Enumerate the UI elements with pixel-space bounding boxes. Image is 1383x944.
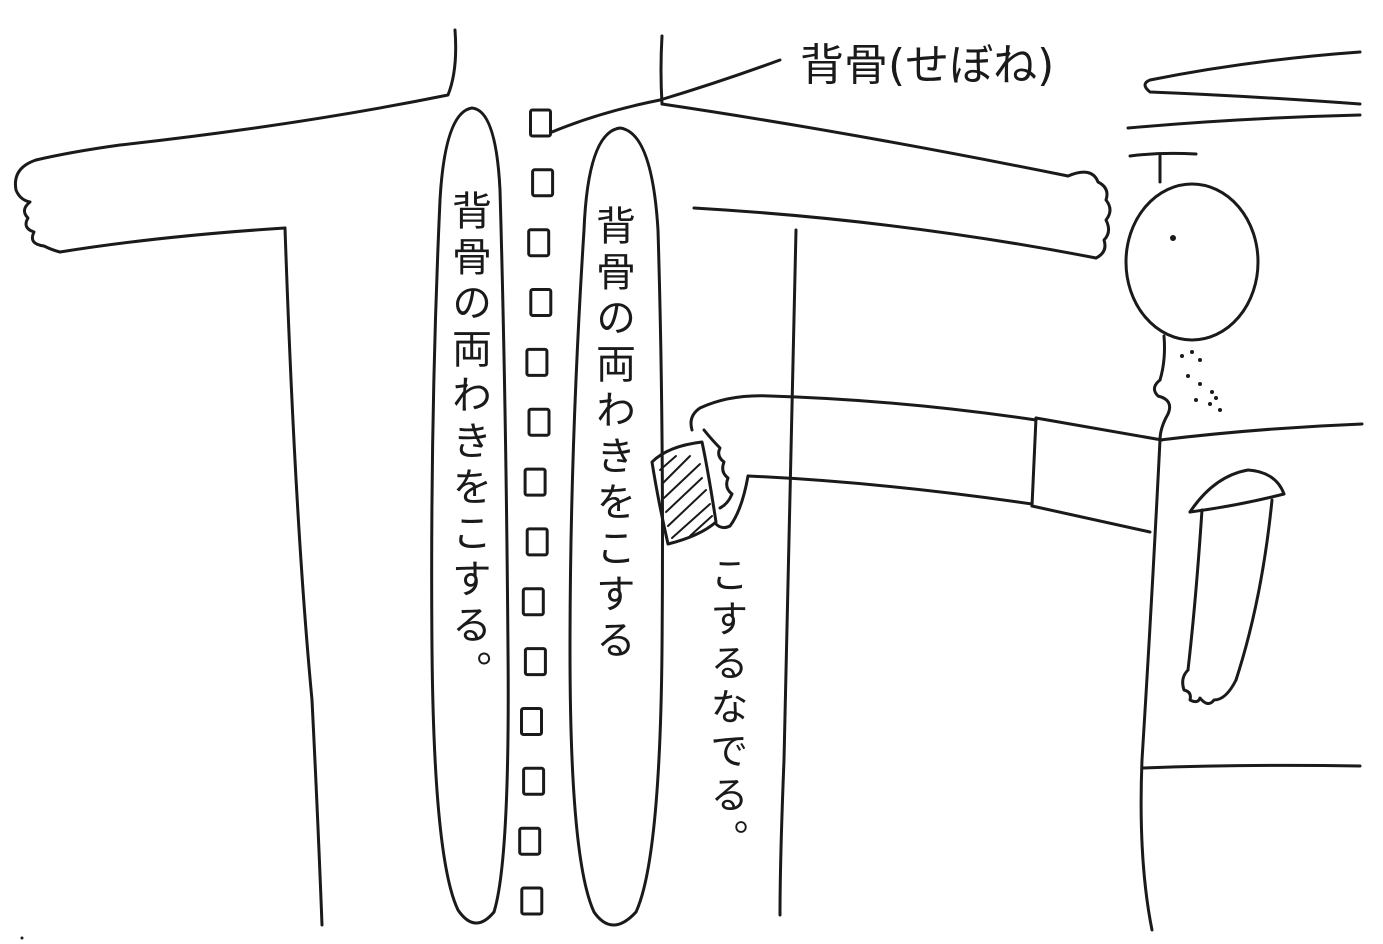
vertebra [518, 826, 542, 856]
vertebra [522, 766, 546, 796]
right-oval [568, 126, 664, 927]
vertebra [520, 886, 544, 916]
spine [518, 108, 555, 916]
left-oval [430, 106, 510, 925]
vertebra [525, 527, 549, 557]
vertebra [521, 587, 545, 617]
vertebra [531, 168, 555, 198]
vertebra [527, 407, 551, 437]
helper-head [1124, 182, 1260, 342]
right-column-text: 背骨の両わきをこする [589, 205, 635, 665]
corner-mark [20, 936, 24, 940]
vertebra [529, 108, 552, 138]
helper-eye [1170, 235, 1176, 241]
breath-dots [1180, 350, 1222, 412]
vertebra [523, 467, 547, 497]
spine-label-leader [550, 58, 782, 134]
left-column-text: 背骨の両わきをこする。 [445, 190, 491, 696]
spine-label: 背骨(せぼね) [800, 40, 1054, 91]
vertebra [525, 347, 549, 377]
back-outline-right [659, 34, 1112, 917]
vertebra [527, 228, 551, 258]
vertebra [529, 288, 553, 317]
helper-person [650, 50, 1364, 932]
action-note-text: こするなでる。 [704, 555, 748, 863]
back-outline-left [13, 28, 458, 927]
towel-hatching [659, 455, 713, 539]
vertebra [523, 647, 547, 677]
vertebra [520, 707, 543, 736]
towel [650, 440, 718, 546]
spine-side-ovals [430, 106, 664, 927]
